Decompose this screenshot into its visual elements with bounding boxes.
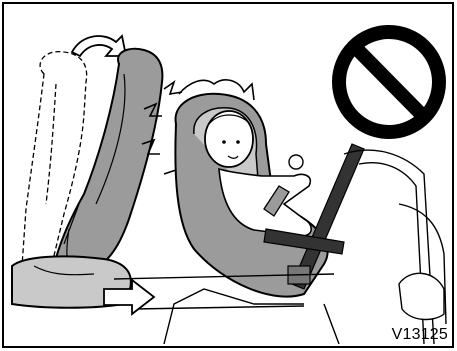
- prohibition-icon: [339, 32, 439, 132]
- child-seat-warning-illustration: [4, 4, 454, 348]
- curved-arrow-icon: [72, 36, 126, 56]
- figure-code-label: V13125: [392, 326, 448, 344]
- front-seat-tilted: [12, 49, 162, 308]
- illustration-frame: V13125: [2, 2, 454, 348]
